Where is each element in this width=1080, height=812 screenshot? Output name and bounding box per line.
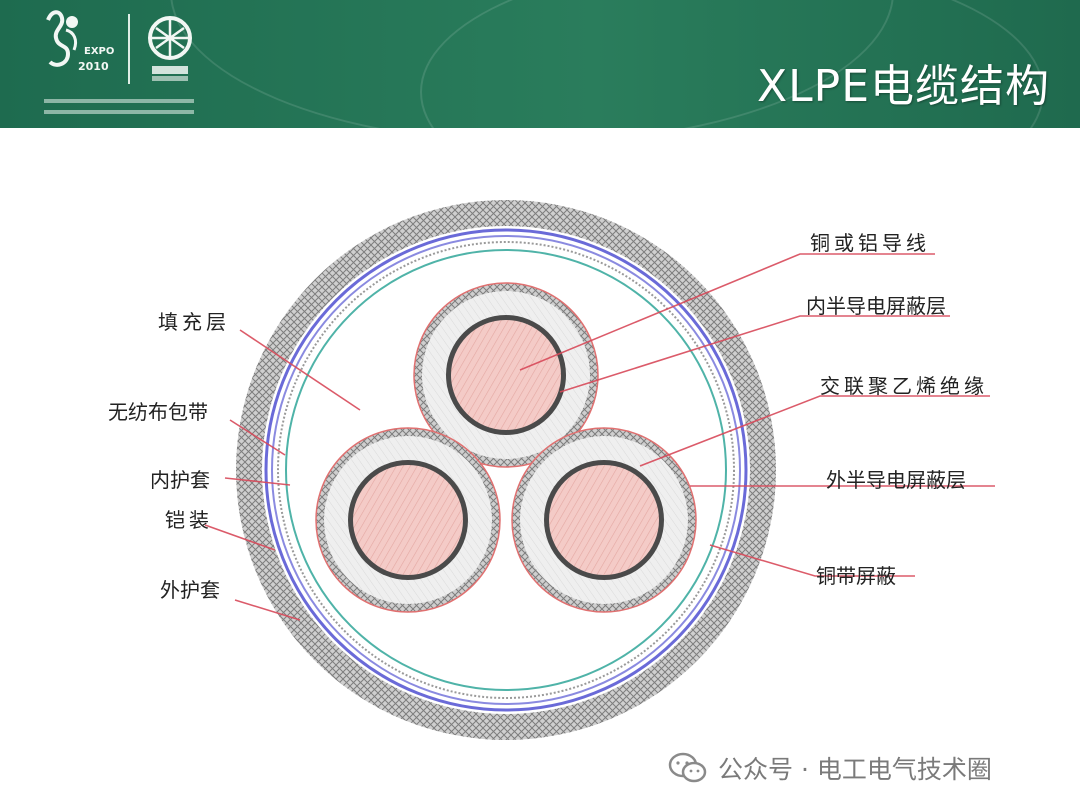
label-outer-sheath: 外护套 — [160, 578, 220, 602]
leader-nonwoven — [229, 419, 286, 456]
logo-caption-line-1 — [44, 97, 194, 107]
leader-conductor — [519, 253, 935, 371]
label-nonwoven-tape: 无纺布包带 — [108, 400, 208, 424]
label-copper-tape: 铜带屏蔽 — [816, 564, 896, 588]
leader-copper-tape — [709, 544, 915, 577]
core-right-conductor — [549, 465, 659, 575]
label-filler: 填充层 — [158, 310, 230, 334]
leader-insulation — [639, 395, 990, 467]
cable-cross-section-diagram: 铜或铝导线 内半导电屏蔽层 交联聚乙烯绝缘 外半导电屏蔽层 铜带屏蔽 填充层 无… — [0, 128, 1080, 808]
core-left-outline — [315, 427, 501, 613]
copper-tape-outline — [285, 249, 727, 691]
cable-cross-section-svg — [204, 200, 995, 740]
label-armor: 铠装 — [165, 508, 213, 532]
logo-caption-line-2 — [44, 108, 194, 118]
core-left — [315, 427, 501, 613]
watermark: 公众号 · 电工电气技术圈 — [668, 750, 992, 786]
logo-caption-line-2-icon — [44, 110, 194, 114]
core-left-conductor — [353, 465, 463, 575]
page-title: XLPE电缆结构 — [757, 61, 1050, 112]
expo-logo-icon: EXPO 2010 — [46, 10, 114, 73]
watermark-text: 公众号 · 电工电气技术圈 — [718, 755, 992, 784]
label-conductor: 铜或铝导线 — [810, 231, 930, 255]
logo-caption-line-1-icon — [44, 99, 194, 103]
inner-sheath-ring — [271, 235, 741, 705]
leader-armor — [204, 524, 276, 551]
svg-text:EXPO: EXPO — [84, 46, 114, 57]
logo-divider — [128, 14, 130, 84]
core-top-outline — [413, 282, 599, 468]
leader-filler — [239, 329, 361, 411]
svg-text:2010: 2010 — [78, 60, 109, 73]
core-top-conductor — [451, 320, 561, 430]
leader-inner-semicon — [559, 315, 950, 393]
wechat-icon — [668, 752, 707, 783]
armor-ring — [264, 228, 748, 712]
label-inner-semicon: 内半导电屏蔽层 — [806, 294, 946, 318]
core-top — [413, 282, 599, 468]
leader-inner-sheath — [224, 477, 291, 486]
core-right-outline — [511, 427, 697, 613]
header-banner: EXPO 2010 XLPE电缆结构 — [0, 0, 1080, 128]
label-outer-semicon: 外半导电屏蔽层 — [826, 468, 966, 492]
core-right — [511, 427, 697, 613]
label-insulation: 交联聚乙烯绝缘 — [820, 374, 988, 398]
leader-outer-sheath — [234, 599, 301, 621]
nonwoven-tape-ring — [277, 241, 735, 699]
state-grid-logo-icon — [148, 16, 192, 81]
label-inner-sheath: 内护套 — [150, 468, 210, 492]
